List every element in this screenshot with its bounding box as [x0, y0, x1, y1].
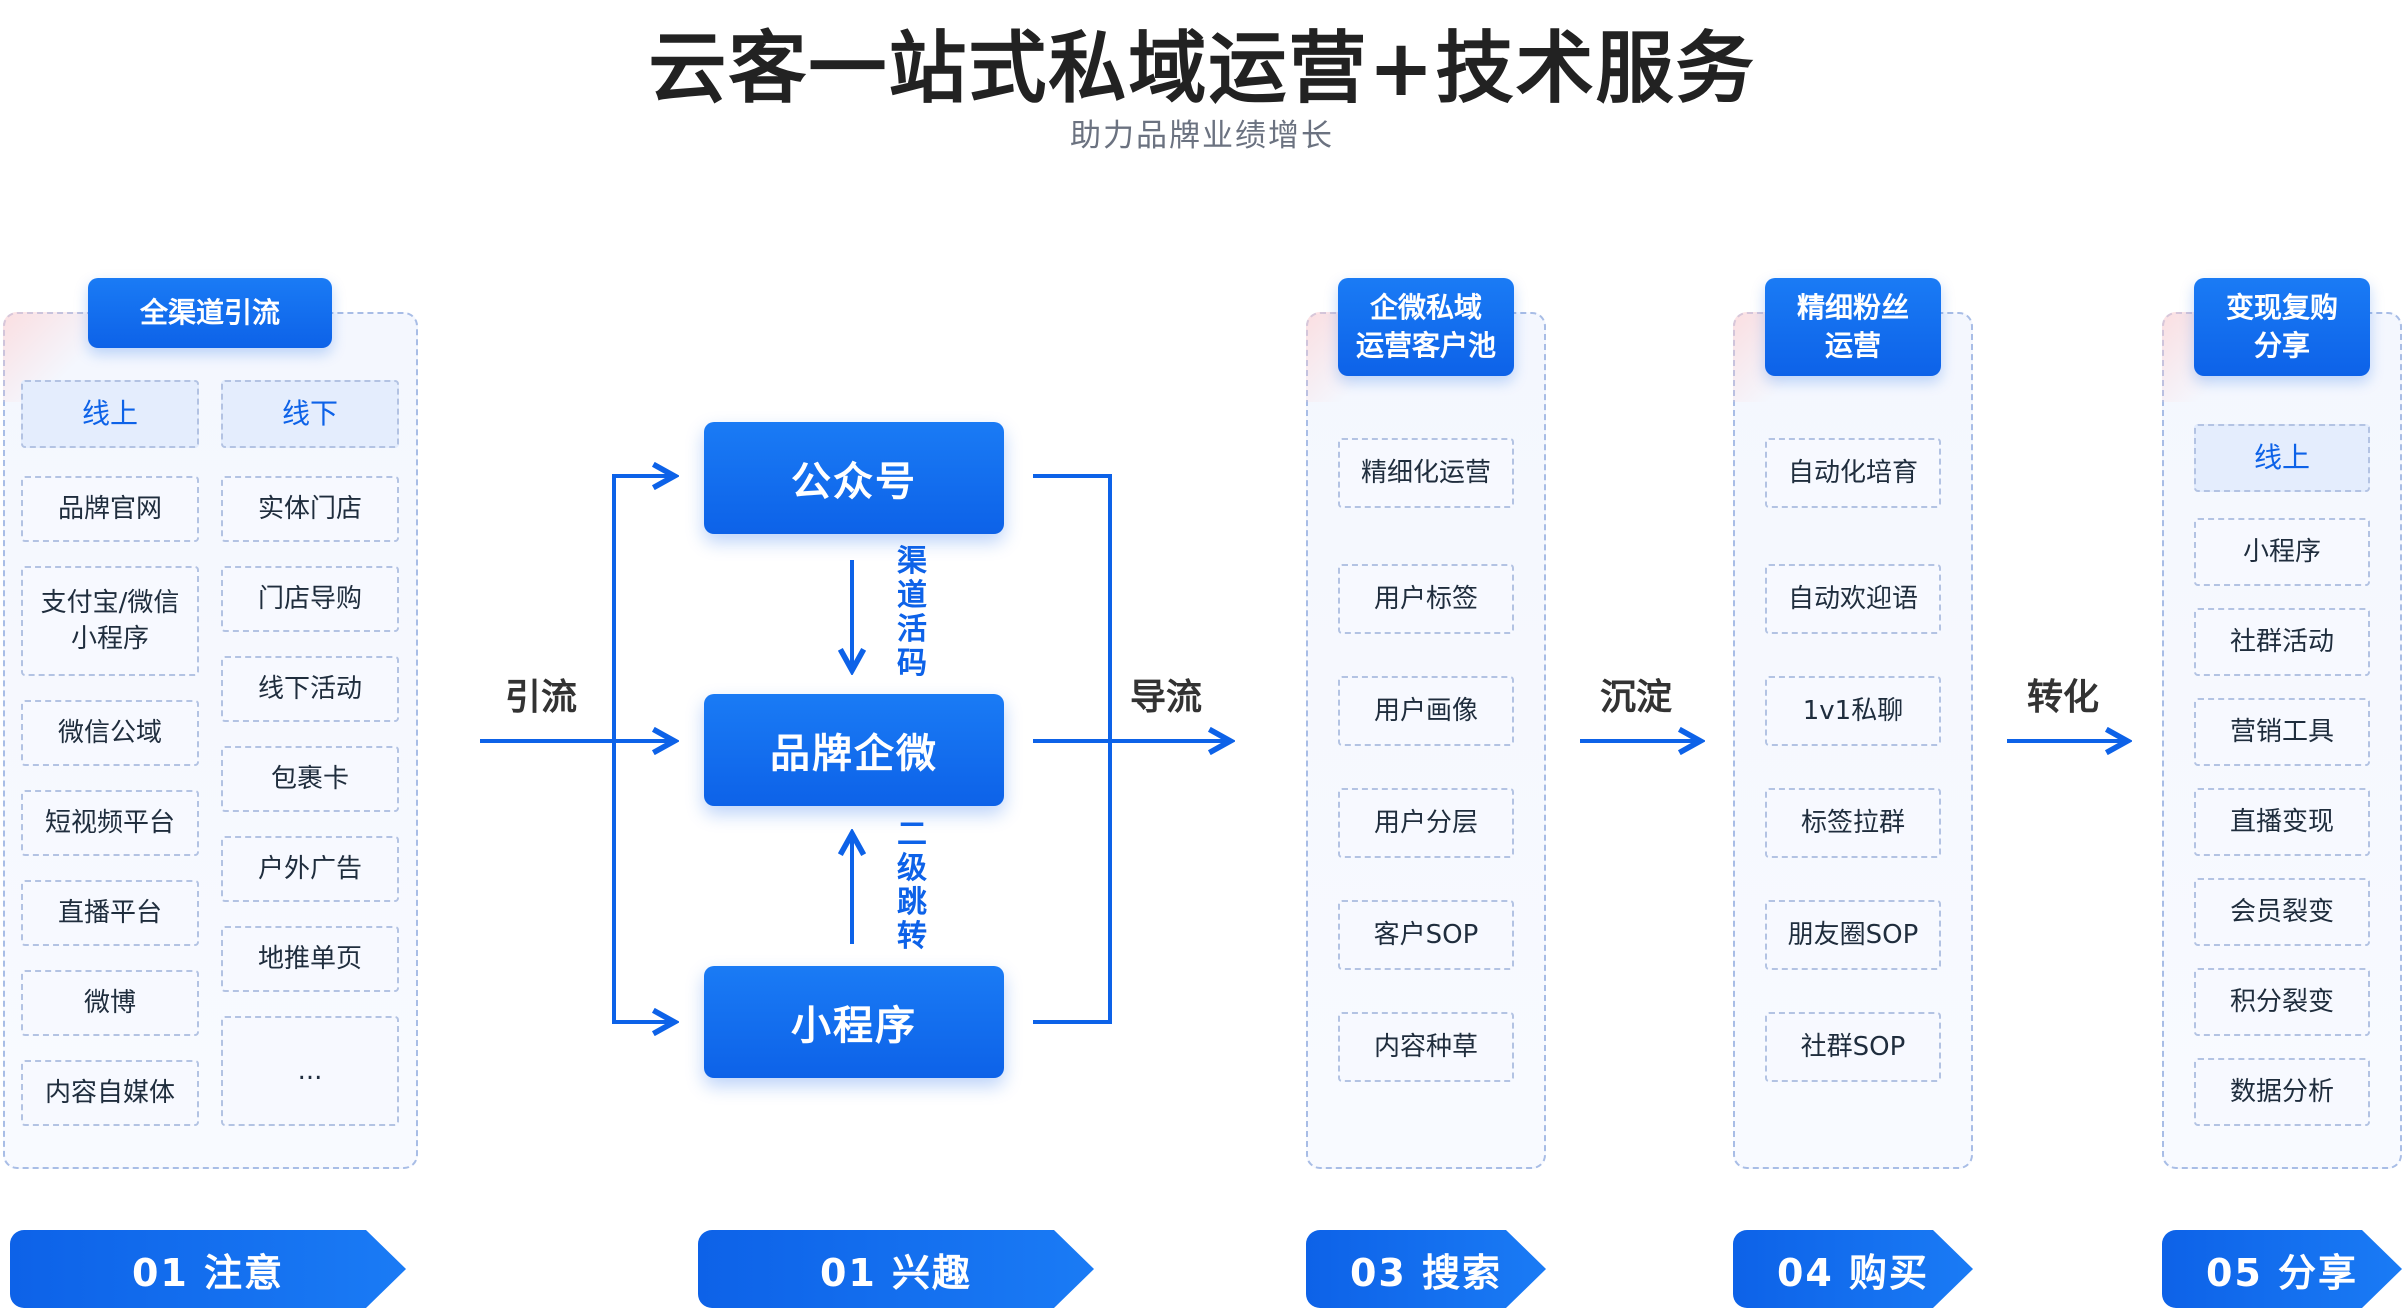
channel-code-label: 渠道活码 — [897, 544, 927, 681]
share-item: 社群活动 — [2194, 608, 2370, 676]
offline-item: 包裹卡 — [221, 746, 399, 812]
buy-panel-title: 精细粉丝 运营 — [1765, 278, 1941, 376]
page-title: 云客一站式私域运营+技术服务 — [648, 24, 1756, 114]
online-header: 线上 — [21, 380, 199, 448]
search-item: 精细化运营 — [1338, 438, 1514, 508]
brand-wecom-box: 品牌企微 — [704, 694, 1004, 806]
offline-item: 线下活动 — [221, 656, 399, 722]
offline-item: 户外广告 — [221, 836, 399, 902]
online-item: 内容自媒体 — [21, 1060, 199, 1126]
offline-item: 地推单页 — [221, 926, 399, 992]
buy-item: 1v1私聊 — [1765, 676, 1941, 746]
guide-in-label: 引流 — [505, 677, 578, 718]
buy-item: 标签拉群 — [1765, 788, 1941, 858]
buy-item: 朋友圈SOP — [1765, 900, 1941, 970]
buy-item: 自动化培育 — [1765, 438, 1941, 508]
online-item: 直播平台 — [21, 880, 199, 946]
share-item: 数据分析 — [2194, 1058, 2370, 1126]
stage-interest: 01 兴趣 — [698, 1230, 1094, 1308]
search-item: 内容种草 — [1338, 1012, 1514, 1082]
official-account-box: 公众号 — [704, 422, 1004, 534]
stage-search: 03 搜索 — [1306, 1230, 1546, 1308]
share-item: 直播变现 — [2194, 788, 2370, 856]
stage-share: 05 分享 — [2162, 1230, 2402, 1308]
search-item: 客户SOP — [1338, 900, 1514, 970]
search-panel-title: 企微私域 运营客户池 — [1338, 278, 1514, 376]
offline-item: ... — [221, 1016, 399, 1126]
buy-item: 社群SOP — [1765, 1012, 1941, 1082]
page-subtitle: 助力品牌业绩增长 — [1070, 118, 1334, 154]
online-item: 支付宝/微信 小程序 — [21, 566, 199, 676]
settle-label: 沉淀 — [1600, 677, 1673, 718]
offline-header: 线下 — [221, 380, 399, 448]
secondary-jump-label: 二级跳转 — [897, 817, 927, 954]
online-item: 微信公域 — [21, 700, 199, 766]
stage-buy: 04 购买 — [1733, 1230, 1973, 1308]
offline-item: 门店导购 — [221, 566, 399, 632]
search-item: 用户标签 — [1338, 564, 1514, 634]
buy-item: 自动欢迎语 — [1765, 564, 1941, 634]
search-item: 用户分层 — [1338, 788, 1514, 858]
online-item: 品牌官网 — [21, 476, 199, 542]
online-item: 微博 — [21, 970, 199, 1036]
convert-label: 转化 — [2027, 677, 2100, 718]
share-item: 营销工具 — [2194, 698, 2370, 766]
share-item: 小程序 — [2194, 518, 2370, 586]
search-item: 用户画像 — [1338, 676, 1514, 746]
guide-out-label: 导流 — [1130, 677, 1203, 718]
share-item: 会员裂变 — [2194, 878, 2370, 946]
attention-panel-title: 全渠道引流 — [88, 278, 332, 348]
share-item: 积分裂变 — [2194, 968, 2370, 1036]
share-panel-title: 变现复购 分享 — [2194, 278, 2370, 376]
offline-item: 实体门店 — [221, 476, 399, 542]
share-item: 线上 — [2194, 424, 2370, 492]
online-item: 短视频平台 — [21, 790, 199, 856]
mini-program-box: 小程序 — [704, 966, 1004, 1078]
stage-attention: 01 注意 — [10, 1230, 406, 1308]
